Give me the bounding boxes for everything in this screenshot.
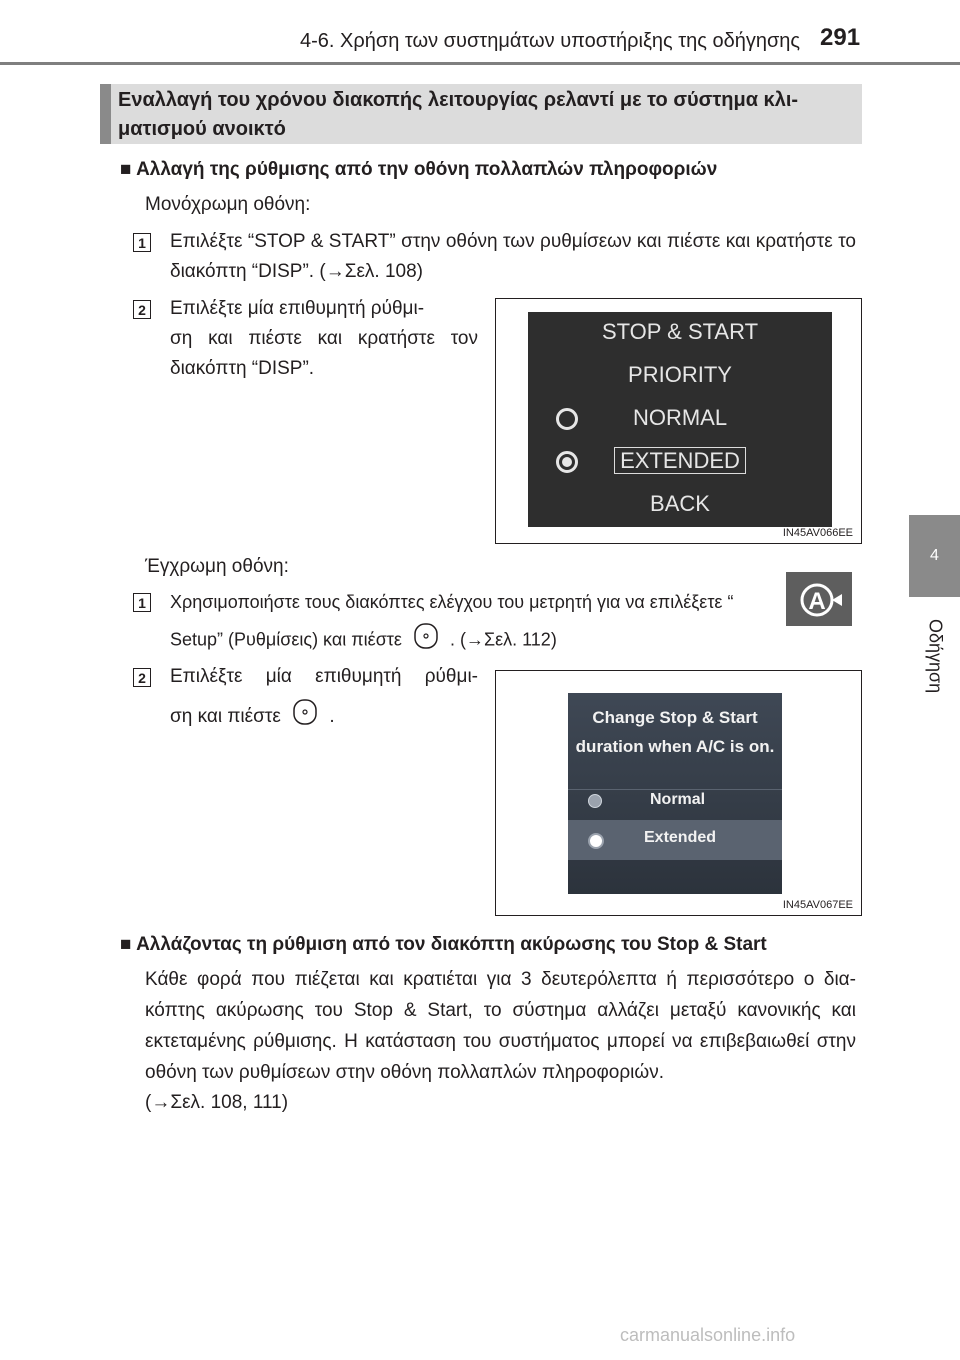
color-step-1-text-b: Setup” (Ρυθμίσεις) και πιέστε [170, 629, 402, 650]
color-display-figure: Change Stop & Start duration when A/C is… [495, 670, 862, 916]
step-number-badge: 1 [133, 593, 151, 612]
color-step-2-text-c: . [329, 706, 335, 728]
step-number-badge: 2 [133, 668, 151, 687]
radio-selected-icon [588, 833, 604, 849]
chapter-title: 4-6. Χρήση των συστημάτων υποστήριξης τη… [300, 30, 801, 52]
color-display-label: Έγχρωμη οθόνη: [145, 556, 289, 577]
color-option-normal: Normal [650, 791, 706, 808]
divider [568, 789, 782, 790]
subsection-heading-1: ■ Αλλαγή της ρύθμισης από την οθόνη πολλ… [120, 159, 717, 181]
figure-code: IN45AV066EE [782, 527, 853, 539]
radio-unselected-icon [588, 794, 602, 808]
color-step-1-line-2: Setup” (Ρυθμίσεις) και πιέστε . (→Σελ. 1… [170, 622, 557, 659]
radio-selected-icon [556, 451, 578, 473]
color-display-screen: Change Stop & Start duration when A/C is… [568, 693, 782, 894]
mono-selected-highlight: EXTENDED [614, 447, 746, 474]
color-display-title: Change Stop & Start duration when A/C is… [575, 708, 775, 756]
subsection-heading-1-text: Αλλαγή της ρύθμισης από την οθόνη πολλαπ… [136, 159, 718, 180]
chapter-tab-label: Οδήγηση [925, 618, 946, 694]
radio-unselected-icon [556, 408, 578, 430]
subsection-2-reference: (→Σελ. 108, 111) [145, 1092, 289, 1113]
step-number-badge: 2 [133, 300, 151, 319]
mono-display-figure: STOP & START PRIORITY NORMAL EXTENDED BA… [495, 298, 862, 544]
section-title: Εναλλαγή του χρόνου διακοπής λειτουργίας… [118, 86, 856, 144]
chapter-tab-number: 4 [930, 547, 939, 564]
color-step-2-line-2: ση και πιέστε . [170, 698, 335, 736]
subsection-2-body: Κάθε φορά που πιέζεται και κρατιέται για… [145, 969, 856, 1083]
square-bullet-icon: ■ [120, 159, 132, 180]
color-step-1-line-1: Χρησιμοποιήστε τους διακόπτες ελέγχου το… [170, 592, 734, 612]
color-step-2-line-1: Επιλέξτε μία επιθυμητή ρύθμι- [170, 666, 478, 687]
step-number-badge: 1 [133, 233, 151, 252]
mono-menu-item: BACK [650, 491, 710, 516]
mono-menu-item: PRIORITY [628, 362, 732, 387]
settings-vehicle-glyph: A [800, 583, 842, 617]
mono-step-2-text: Επιλέξτε μία επιθυμητή ρύθμι- ση και πιέ… [170, 298, 478, 379]
page-number: 291 [820, 24, 861, 51]
subsection-heading-2-text: Αλλάζοντας τη ρύθμιση από τον διακόπτη α… [136, 934, 767, 955]
enter-button-icon [411, 622, 441, 659]
figure-code: IN45AV067EE [782, 899, 853, 911]
settings-vehicle-icon: A [786, 572, 852, 626]
mono-display-label: Μονόχρωμη οθόνη: [145, 194, 311, 215]
svg-text:A: A [808, 588, 825, 615]
mono-step-1-text: Επιλέξτε “STOP & START” στην οθόνη των ρ… [170, 231, 856, 282]
section-title-box [100, 84, 862, 144]
color-option-extended: Extended [644, 829, 717, 846]
watermark: carmanualsonline.info [620, 1325, 796, 1345]
mono-display-screen: STOP & START PRIORITY NORMAL EXTENDED BA… [528, 312, 832, 527]
chapter-tab: 4 [909, 515, 960, 597]
color-step-2-text-b: ση και πιέστε [170, 706, 281, 728]
square-bullet-icon: ■ [120, 934, 132, 955]
header-rule [0, 62, 960, 65]
mono-menu-item: NORMAL [632, 405, 728, 430]
mono-menu-item: STOP & START [601, 319, 759, 344]
enter-button-icon [290, 698, 320, 736]
mono-menu-item-selected: EXTENDED [528, 447, 832, 474]
color-step-1-text-c: . (→Σελ. 112) [449, 629, 557, 650]
subsection-heading-2: ■ Αλλάζοντας τη ρύθμιση από τον διακόπτη… [120, 934, 767, 956]
section-title-text: Εναλλαγή του χρόνου διακοπής λειτουργίας… [118, 89, 799, 140]
